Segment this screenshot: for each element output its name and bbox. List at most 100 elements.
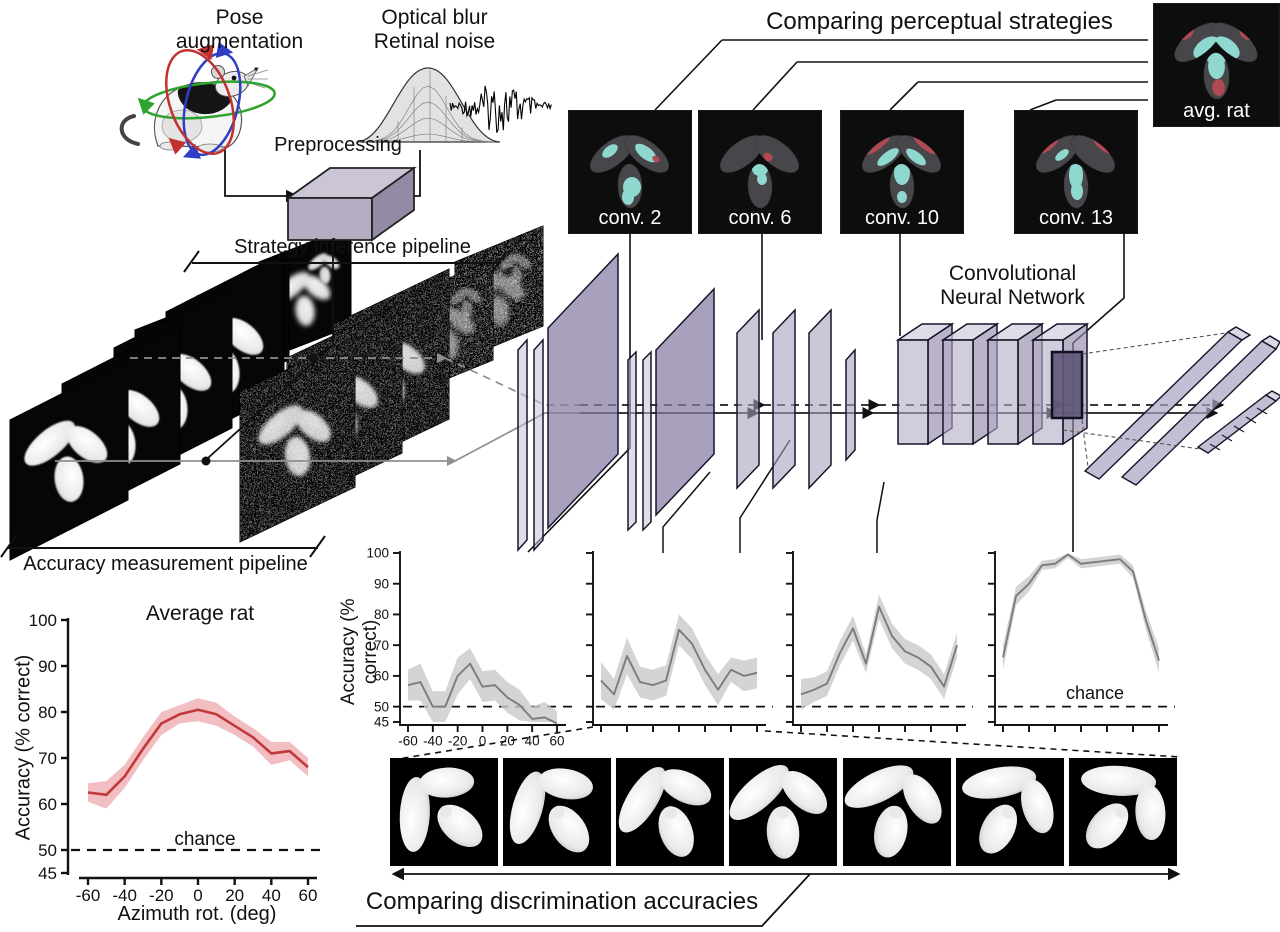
- pose-augmentation-label: Pose augmentation: [175, 6, 304, 54]
- final-feature-map: [1050, 350, 1084, 420]
- cnn-label: Convolutional Neural Network: [940, 262, 1085, 310]
- feature-map-conv6: conv. 6: [698, 110, 822, 234]
- chance-label: chance: [1066, 683, 1124, 703]
- conv-block: [897, 339, 929, 445]
- stimulus-image-7: [1069, 758, 1177, 866]
- preprocessing-label: Preprocessing: [274, 134, 402, 156]
- pitch-arrow: [165, 48, 235, 156]
- error-band: [88, 698, 308, 809]
- conv-layer-slab: [517, 338, 528, 552]
- feature-map-label: conv. 2: [598, 207, 662, 229]
- strategy-pipeline-label: Strategy inference pipeline: [234, 236, 471, 258]
- conv-block: [942, 339, 974, 445]
- conv-layer-slab: [736, 308, 760, 490]
- feature-map-conv2: conv. 2: [568, 110, 692, 234]
- optical-blur-label: Optical blur Retinal noise: [373, 6, 496, 54]
- average-rat-xlabel: Azimuth rot. (deg): [117, 903, 277, 925]
- fully-connected-layers: [1083, 326, 1280, 486]
- chart-conv-10-readout: [786, 551, 973, 732]
- accuracy-curve: [800, 605, 958, 696]
- feature-map-art: [699, 111, 821, 233]
- y-tick-label: 80: [374, 607, 389, 622]
- feature-map-art: [1154, 4, 1279, 126]
- rat-tail: [119, 114, 140, 146]
- stimulus-image-4: [729, 758, 837, 866]
- y-tick-label: 100: [29, 611, 57, 630]
- cnn-architecture: [517, 252, 1280, 552]
- y-tick-label: 90: [374, 576, 389, 591]
- stimulus-image-5: [843, 758, 951, 866]
- stimulus-image-2: [503, 758, 611, 866]
- x-tick-label: 0: [193, 886, 202, 905]
- comparing-perceptual-title: Comparing perceptual strategies: [766, 8, 1113, 35]
- accuracy-curve: [87, 708, 309, 797]
- x-tick-label: -40: [423, 734, 443, 749]
- average-rat-ylabel: Accuracy (% correct): [12, 654, 35, 841]
- y-tick-label: 45: [38, 864, 57, 883]
- y-tick-label: 60: [38, 795, 57, 814]
- feature-map-art: [569, 111, 691, 233]
- stimulus-image-6: [956, 758, 1064, 866]
- accuracy-curve: [600, 628, 758, 696]
- conv-layer-slab: [533, 338, 544, 552]
- feature-map-art: [1015, 111, 1137, 233]
- rat-illustration: [119, 41, 276, 159]
- conv-layer-slab: [642, 350, 652, 532]
- y-tick-label: 50: [38, 841, 57, 860]
- junction-dot: [201, 456, 211, 466]
- conv-layer-slab: [845, 348, 856, 462]
- feature-map-conv13: conv. 13: [1014, 110, 1138, 234]
- blur-noise-illustration: [356, 67, 552, 143]
- average-rat-title: Average rat: [145, 602, 255, 625]
- preprocessing-box: [285, 166, 417, 242]
- y-tick-label: 70: [374, 638, 389, 653]
- x-tick-label: -20: [149, 886, 174, 905]
- error-band: [801, 594, 957, 710]
- conv-layer-slab: [655, 287, 715, 517]
- image-stacks: [9, 225, 544, 561]
- x-tick-label: -60: [398, 734, 418, 749]
- chart-conv-6-readout: [586, 551, 773, 732]
- x-tick-label: 20: [500, 734, 515, 749]
- rat-eye: [231, 75, 237, 81]
- conv-layer-slab: [547, 252, 619, 530]
- x-tick-label: -60: [76, 886, 101, 905]
- y-tick-label: 90: [38, 657, 57, 676]
- conv-layer-slab: [627, 350, 637, 532]
- stimulus-image-1: [390, 758, 498, 866]
- x-tick-label: 40: [525, 734, 540, 749]
- chart-conv-13-readout: chance: [988, 551, 1175, 732]
- y-tick-label: 45: [374, 715, 389, 730]
- stimulus-image-3: [616, 758, 724, 866]
- feature-map-avg-rat: avg. rat: [1153, 3, 1280, 127]
- x-tick-label: 60: [549, 734, 564, 749]
- feature-map-label: conv. 10: [864, 207, 940, 229]
- x-tick-label: 20: [225, 886, 244, 905]
- x-tick-label: 40: [262, 886, 281, 905]
- chance-label: chance: [174, 829, 235, 850]
- x-tick-label: -40: [112, 886, 137, 905]
- small-charts-ylabel: Accuracy (% correct): [338, 598, 381, 706]
- accuracy-curve: [1002, 553, 1160, 661]
- illustrations: [119, 41, 552, 242]
- comparing-discrimination-title: Comparing discrimination accuracies: [365, 888, 759, 915]
- y-tick-label: 80: [38, 703, 57, 722]
- y-tick-label: 100: [366, 546, 389, 561]
- accuracy-curve: [407, 662, 558, 725]
- feature-map-label: conv. 6: [728, 207, 792, 229]
- conv-block: [987, 339, 1019, 445]
- y-tick-label: 50: [374, 699, 389, 714]
- accuracy-pipeline-label: Accuracy measurement pipeline: [23, 553, 308, 575]
- x-tick-label: -20: [448, 734, 468, 749]
- x-tick-label: 0: [479, 734, 487, 749]
- feature-map-conv10: conv. 10: [840, 110, 964, 234]
- error-band: [1003, 553, 1159, 673]
- retinal-noise-waveform: [449, 85, 552, 133]
- flatten-fan-lines: [1062, 332, 1227, 468]
- feature-map-label: conv. 13: [1038, 207, 1114, 229]
- x-tick-label: 60: [299, 886, 318, 905]
